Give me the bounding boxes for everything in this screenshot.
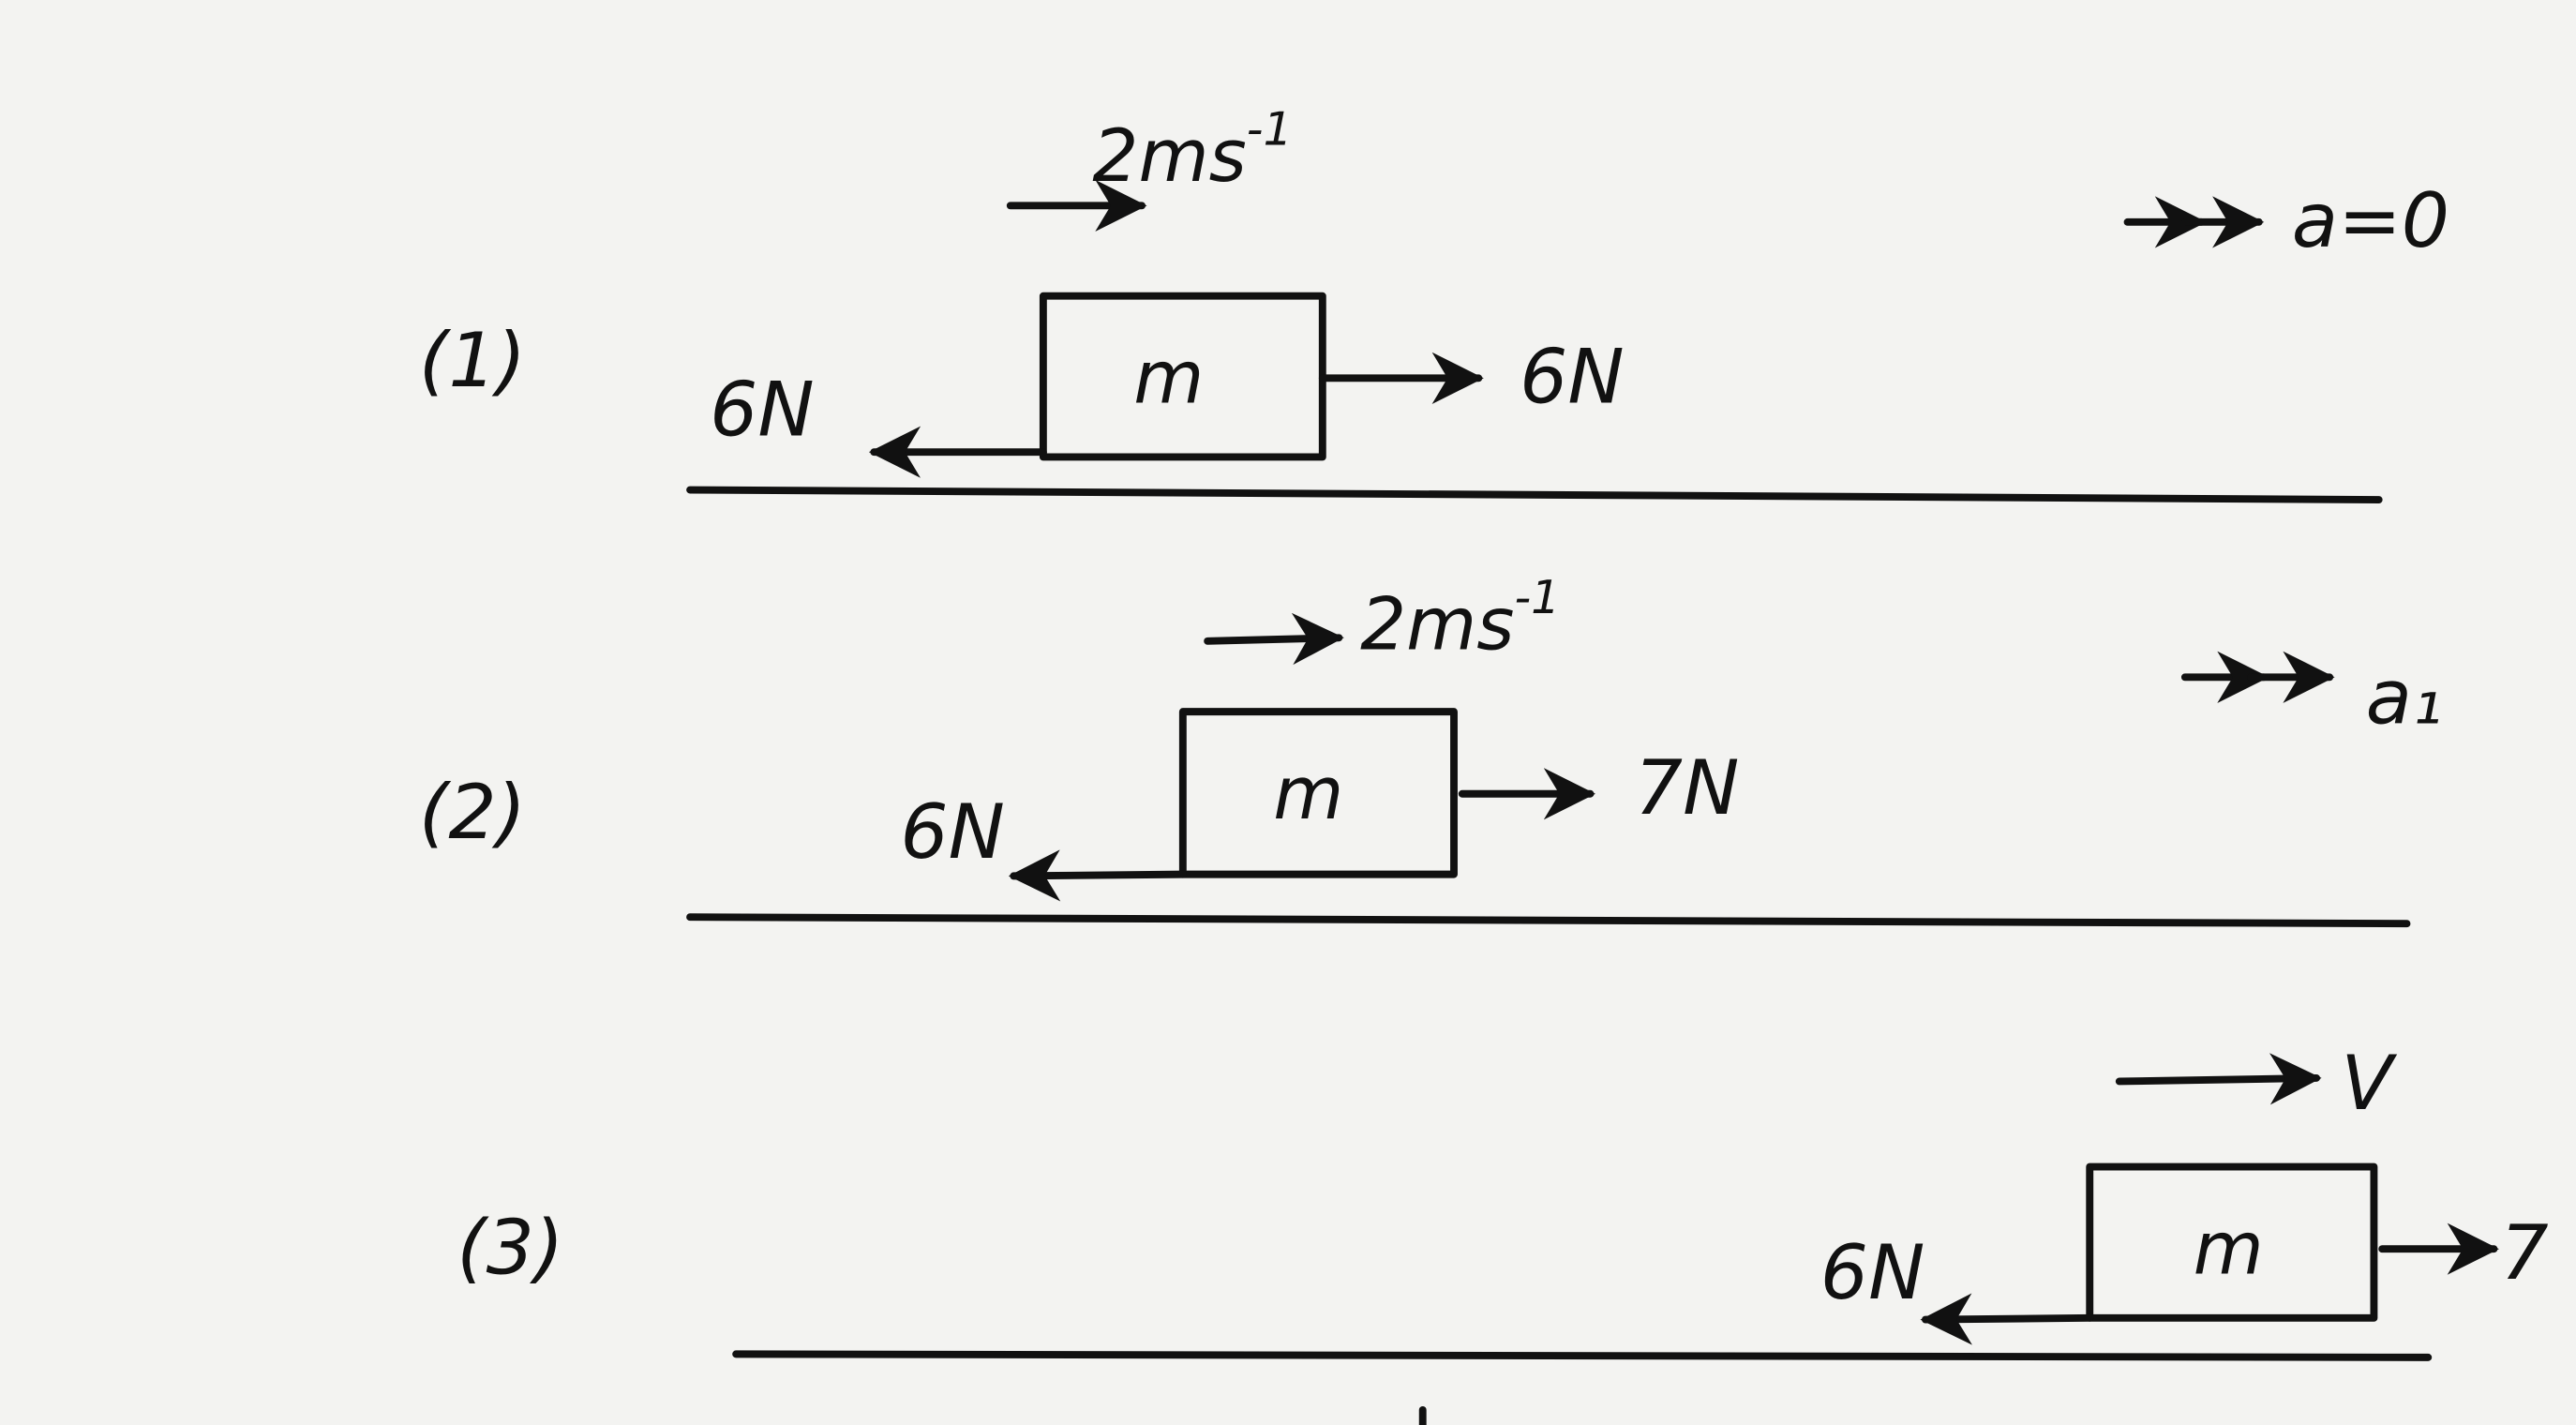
velocity-label: V	[2341, 1040, 2397, 1128]
mass-label: m	[2194, 1207, 2264, 1291]
velocity-label: 2ms-1	[1092, 101, 1292, 199]
mass-block	[1178, 708, 1458, 878]
scenario-label: (1)	[419, 317, 526, 405]
acceleration-label: a=0	[2292, 177, 2449, 265]
ground-line	[732, 1350, 2433, 1361]
acceleration-label: a₁	[2366, 653, 2443, 742]
scenario-3: (3) V m 7 6N	[457, 1040, 2549, 1425]
right-force-label: 6N	[1520, 334, 1625, 422]
scenario-label: (3)	[457, 1204, 563, 1292]
right-force-label: 7	[2500, 1209, 2548, 1298]
right-force-label: 7N	[1635, 744, 1740, 832]
mass-label: m	[1133, 337, 1204, 421]
left-force-label: 6N	[900, 788, 1005, 877]
mass-label: m	[1273, 752, 1343, 836]
ground-line	[686, 486, 2383, 503]
velocity-label: 2ms-1	[1360, 570, 1560, 668]
mass-block	[2086, 1162, 2378, 1322]
velocity-arrow	[2115, 1053, 2322, 1105]
ground-line	[686, 913, 2411, 928]
velocity-arrow	[1204, 612, 1344, 666]
scenario-2: (2) 2ms-1 a₁ m 7N 6N	[419, 570, 2443, 928]
scenario-label: (2)	[419, 769, 526, 857]
scenario-1: (1) 2ms-1 a=0 m 6N 6N	[419, 101, 2449, 503]
left-force-label: 6N	[710, 367, 815, 455]
left-force-arrow	[1008, 849, 1187, 902]
left-force-arrow	[1920, 1293, 2094, 1345]
left-force-label: 6N	[1820, 1229, 1925, 1317]
